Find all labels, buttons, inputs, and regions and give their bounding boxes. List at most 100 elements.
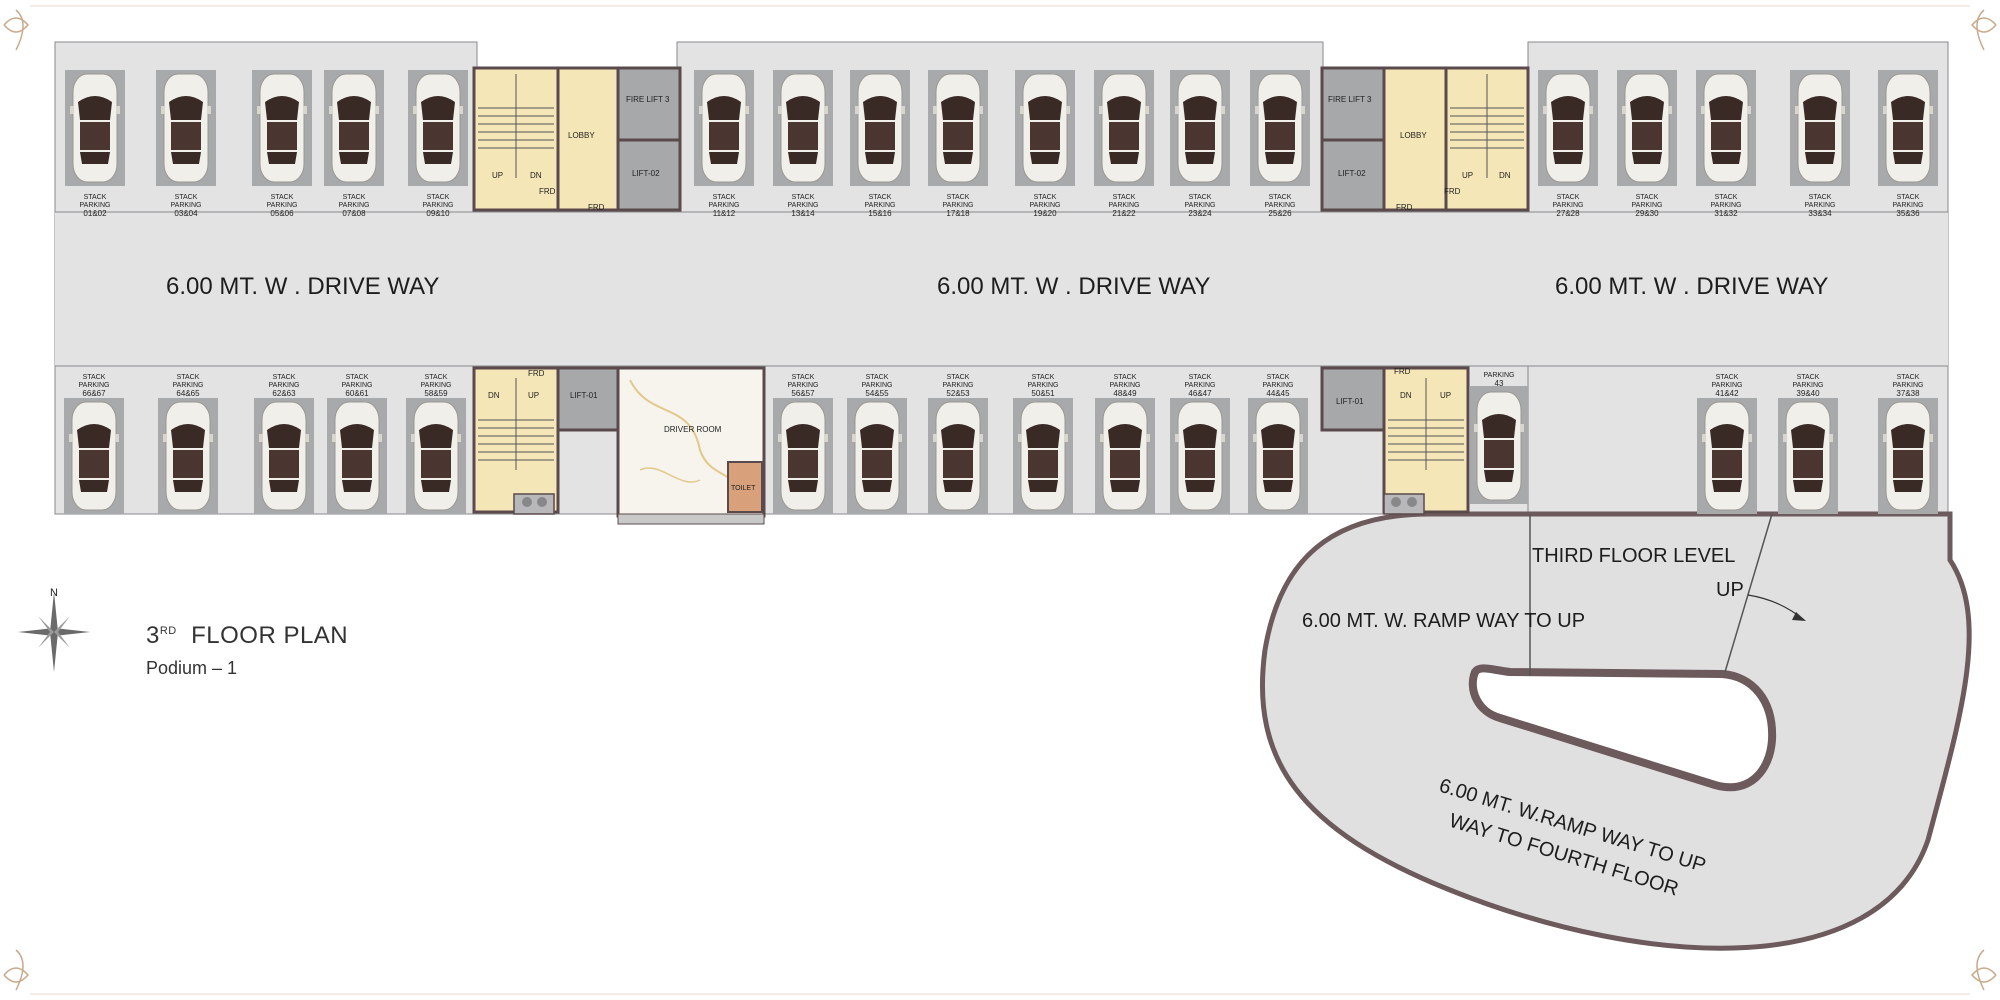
stack-label: STACK bbox=[346, 374, 369, 381]
car-icon bbox=[932, 73, 984, 183]
stack-number: 17&18 bbox=[946, 209, 970, 218]
frd-label-br: FRD bbox=[1394, 367, 1411, 376]
up-label-br: UP bbox=[1440, 391, 1451, 400]
stack-label: STACK bbox=[1897, 194, 1920, 201]
car-icon bbox=[851, 401, 903, 511]
car-icon bbox=[777, 73, 829, 183]
parking-43-label: PARKING bbox=[1484, 372, 1515, 379]
stack-number: 62&63 bbox=[272, 389, 296, 398]
core-bottom-right bbox=[1320, 366, 1470, 515]
stack-label: STACK bbox=[1716, 374, 1739, 381]
parking-label: PARKING bbox=[1110, 382, 1141, 389]
fire-lift-label-left: FIRE LIFT 3 bbox=[626, 95, 670, 104]
dn-label-tl: DN bbox=[530, 171, 542, 180]
stack-number: 39&40 bbox=[1796, 389, 1820, 398]
stack-label: STACK bbox=[866, 374, 889, 381]
stack-label: STACK bbox=[1797, 374, 1820, 381]
car-icon bbox=[1782, 401, 1834, 511]
stack-number: 07&08 bbox=[342, 209, 366, 218]
stack-number: 46&47 bbox=[1188, 389, 1212, 398]
corner-ornament-icon bbox=[3, 9, 1997, 991]
car-icon bbox=[1099, 401, 1151, 511]
car-icon bbox=[69, 73, 121, 183]
stack-label: STACK bbox=[713, 194, 736, 201]
stack-label: STACK bbox=[273, 374, 296, 381]
stack-label: STACK bbox=[177, 374, 200, 381]
stack-number: 11&12 bbox=[713, 209, 736, 218]
ramp bbox=[1259, 511, 1972, 951]
lobby-label-left: LOBBY bbox=[568, 131, 595, 140]
stack-number: 52&53 bbox=[946, 389, 970, 398]
parking-label: PARKING bbox=[1028, 382, 1059, 389]
parking-label: PARKING bbox=[339, 202, 370, 209]
car-icon bbox=[1017, 401, 1069, 511]
parking-label: PARKING bbox=[1030, 202, 1061, 209]
stack-label: STACK bbox=[271, 194, 294, 201]
parking-label: PARKING bbox=[1185, 382, 1216, 389]
car-icon bbox=[1882, 73, 1934, 183]
stack-number: 31&32 bbox=[1714, 209, 1738, 218]
parking-label: PARKING bbox=[1805, 202, 1836, 209]
car-icon bbox=[1473, 391, 1525, 501]
up-label-tl: UP bbox=[492, 171, 503, 180]
stack-number: 19&20 bbox=[1033, 209, 1057, 218]
parking-label: PARKING bbox=[80, 202, 111, 209]
stack-label: STACK bbox=[83, 374, 106, 381]
parking-label: PARKING bbox=[1711, 202, 1742, 209]
stack-number: 13&14 bbox=[791, 209, 815, 218]
parking-label: PARKING bbox=[862, 382, 893, 389]
stack-label: STACK bbox=[1715, 194, 1738, 201]
stack-number: 05&06 bbox=[270, 209, 294, 218]
plan-title: 3RD FLOOR PLAN bbox=[146, 622, 348, 650]
drive-way-label-right: 6.00 MT. W . DRIVE WAY bbox=[1555, 273, 1828, 300]
stack-label: STACK bbox=[343, 194, 366, 201]
stack-number: 15&16 bbox=[868, 209, 892, 218]
parking-label: PARKING bbox=[1553, 202, 1584, 209]
stack-number: 03&04 bbox=[174, 209, 198, 218]
up-label-tr: UP bbox=[1462, 171, 1473, 180]
ramp-way-up-label: 6.00 MT. W. RAMP WAY TO UP bbox=[1302, 610, 1585, 632]
car-icon bbox=[854, 73, 906, 183]
frd-label-tr2: FRD bbox=[1396, 203, 1413, 212]
stack-number: 09&10 bbox=[426, 209, 450, 218]
fire-lift-label-right: FIRE LIFT 3 bbox=[1328, 95, 1372, 104]
stack-label: STACK bbox=[1189, 374, 1212, 381]
stack-label: STACK bbox=[1189, 194, 1212, 201]
stack-label: STACK bbox=[175, 194, 198, 201]
parking-label: PARKING bbox=[1893, 382, 1924, 389]
lift-01-label-left: LIFT-01 bbox=[570, 391, 598, 400]
dn-label-br: DN bbox=[1400, 391, 1412, 400]
compass-icon bbox=[18, 592, 90, 672]
stack-number: 37&38 bbox=[1896, 389, 1920, 398]
parking-label: PARKING bbox=[1185, 202, 1216, 209]
car-icon bbox=[1701, 401, 1753, 511]
stack-number: 29&30 bbox=[1635, 209, 1659, 218]
car-icon bbox=[256, 73, 308, 183]
parking-label: PARKING bbox=[79, 382, 110, 389]
stack-number: 48&49 bbox=[1113, 389, 1137, 398]
stack-label: STACK bbox=[792, 194, 815, 201]
compass-north-label: N bbox=[50, 587, 58, 599]
core-bottom-left bbox=[472, 366, 620, 515]
stack-label: STACK bbox=[869, 194, 892, 201]
stack-label: STACK bbox=[84, 194, 107, 201]
car-icon bbox=[1542, 73, 1594, 183]
car-icon bbox=[331, 401, 383, 511]
car-icon bbox=[1621, 73, 1673, 183]
stack-label: STACK bbox=[1897, 374, 1920, 381]
third-floor-level-label: THIRD FLOOR LEVEL bbox=[1532, 545, 1735, 567]
ramp-up-arrow-label: UP bbox=[1716, 579, 1744, 601]
driver-room-block bbox=[616, 366, 766, 525]
car-icon bbox=[258, 401, 310, 511]
